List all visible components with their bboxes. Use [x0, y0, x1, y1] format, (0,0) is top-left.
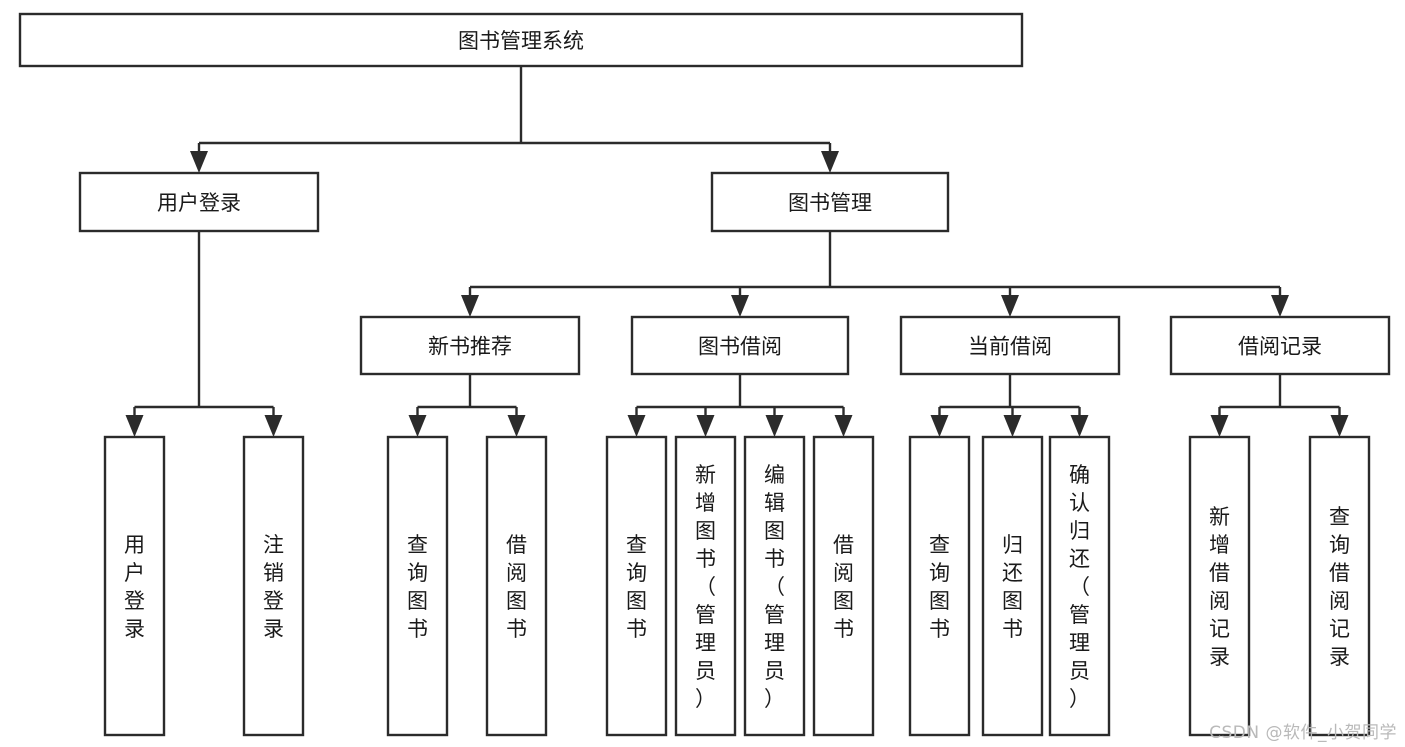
node-label: 图书管理系统: [458, 29, 584, 53]
node-root[interactable]: 图书管理系统: [18, 12, 1024, 68]
node-label: 查询图书: [407, 533, 428, 641]
node-box: [242, 435, 305, 737]
node-box: [743, 435, 806, 737]
node-box: [78, 171, 320, 233]
node-new-book-rec[interactable]: 新书推荐: [359, 315, 581, 376]
node-box: [18, 12, 1024, 68]
node-book-borrow[interactable]: 图书借阅: [630, 315, 850, 376]
node-box: [1188, 435, 1251, 737]
node-box: [981, 435, 1044, 737]
node-leaf-query-book-c[interactable]: 查询图书: [908, 435, 971, 737]
node-box: [674, 435, 737, 737]
node-leaf-add-book[interactable]: 新增图书（管理员）: [674, 435, 737, 737]
node-box: [359, 315, 581, 376]
node-label: 查询图书: [929, 533, 950, 641]
node-label: 图书管理: [788, 191, 872, 215]
node-leaf-edit-book[interactable]: 编辑图书（管理员）: [743, 435, 806, 737]
node-label: 编辑图书（管理员）: [764, 463, 785, 711]
node-book-mgmt[interactable]: 图书管理: [710, 171, 950, 233]
node-current-borrow[interactable]: 当前借阅: [899, 315, 1121, 376]
node-label: 用户登录: [157, 191, 241, 215]
node-leaf-query-book-a[interactable]: 查询图书: [386, 435, 449, 737]
node-box: [630, 315, 850, 376]
node-label: 借阅图书: [833, 533, 854, 641]
node-box: [908, 435, 971, 737]
node-label: 当前借阅: [968, 335, 1052, 359]
node-box: [710, 171, 950, 233]
node-leaf-add-record[interactable]: 新增借阅记录: [1188, 435, 1251, 737]
node-box: [1169, 315, 1391, 376]
node-label: 借阅图书: [506, 533, 527, 641]
node-box: [605, 435, 668, 737]
node-box: [386, 435, 449, 737]
node-label: 查询借阅记录: [1329, 505, 1350, 669]
node-label: 新增借阅记录: [1209, 505, 1230, 669]
node-leaf-confirm-return[interactable]: 确认归还（管理员）: [1048, 435, 1111, 737]
node-box: [1308, 435, 1371, 737]
node-label: 新书推荐: [428, 335, 512, 359]
node-box: [1048, 435, 1111, 737]
node-leaf-query-record[interactable]: 查询借阅记录: [1308, 435, 1371, 737]
node-label: 确认归还（管理员）: [1069, 463, 1090, 711]
node-box: [899, 315, 1121, 376]
node-label: 查询图书: [626, 533, 647, 641]
node-leaf-logout[interactable]: 注销登录: [242, 435, 305, 737]
node-leaf-query-book-b[interactable]: 查询图书: [605, 435, 668, 737]
node-label: 借阅记录: [1238, 335, 1322, 359]
node-label: 用户登录: [124, 533, 145, 641]
node-box: [103, 435, 166, 737]
node-leaf-borrow-book-b[interactable]: 借阅图书: [812, 435, 875, 737]
node-label: 图书借阅: [698, 335, 782, 359]
node-leaf-user-login[interactable]: 用户登录: [103, 435, 166, 737]
connector-layer: [125, 66, 1349, 437]
node-box: [812, 435, 875, 737]
node-layer: 图书管理系统用户登录图书管理新书推荐图书借阅当前借阅借阅记录用户登录注销登录查询…: [18, 12, 1391, 737]
node-leaf-return-book[interactable]: 归还图书: [981, 435, 1044, 737]
node-leaf-borrow-book-a[interactable]: 借阅图书: [485, 435, 548, 737]
node-label: 归还图书: [1002, 533, 1023, 641]
node-user-login[interactable]: 用户登录: [78, 171, 320, 233]
node-label: 注销登录: [263, 533, 284, 641]
node-borrow-record[interactable]: 借阅记录: [1169, 315, 1391, 376]
node-box: [485, 435, 548, 737]
node-label: 新增图书（管理员）: [695, 463, 716, 711]
